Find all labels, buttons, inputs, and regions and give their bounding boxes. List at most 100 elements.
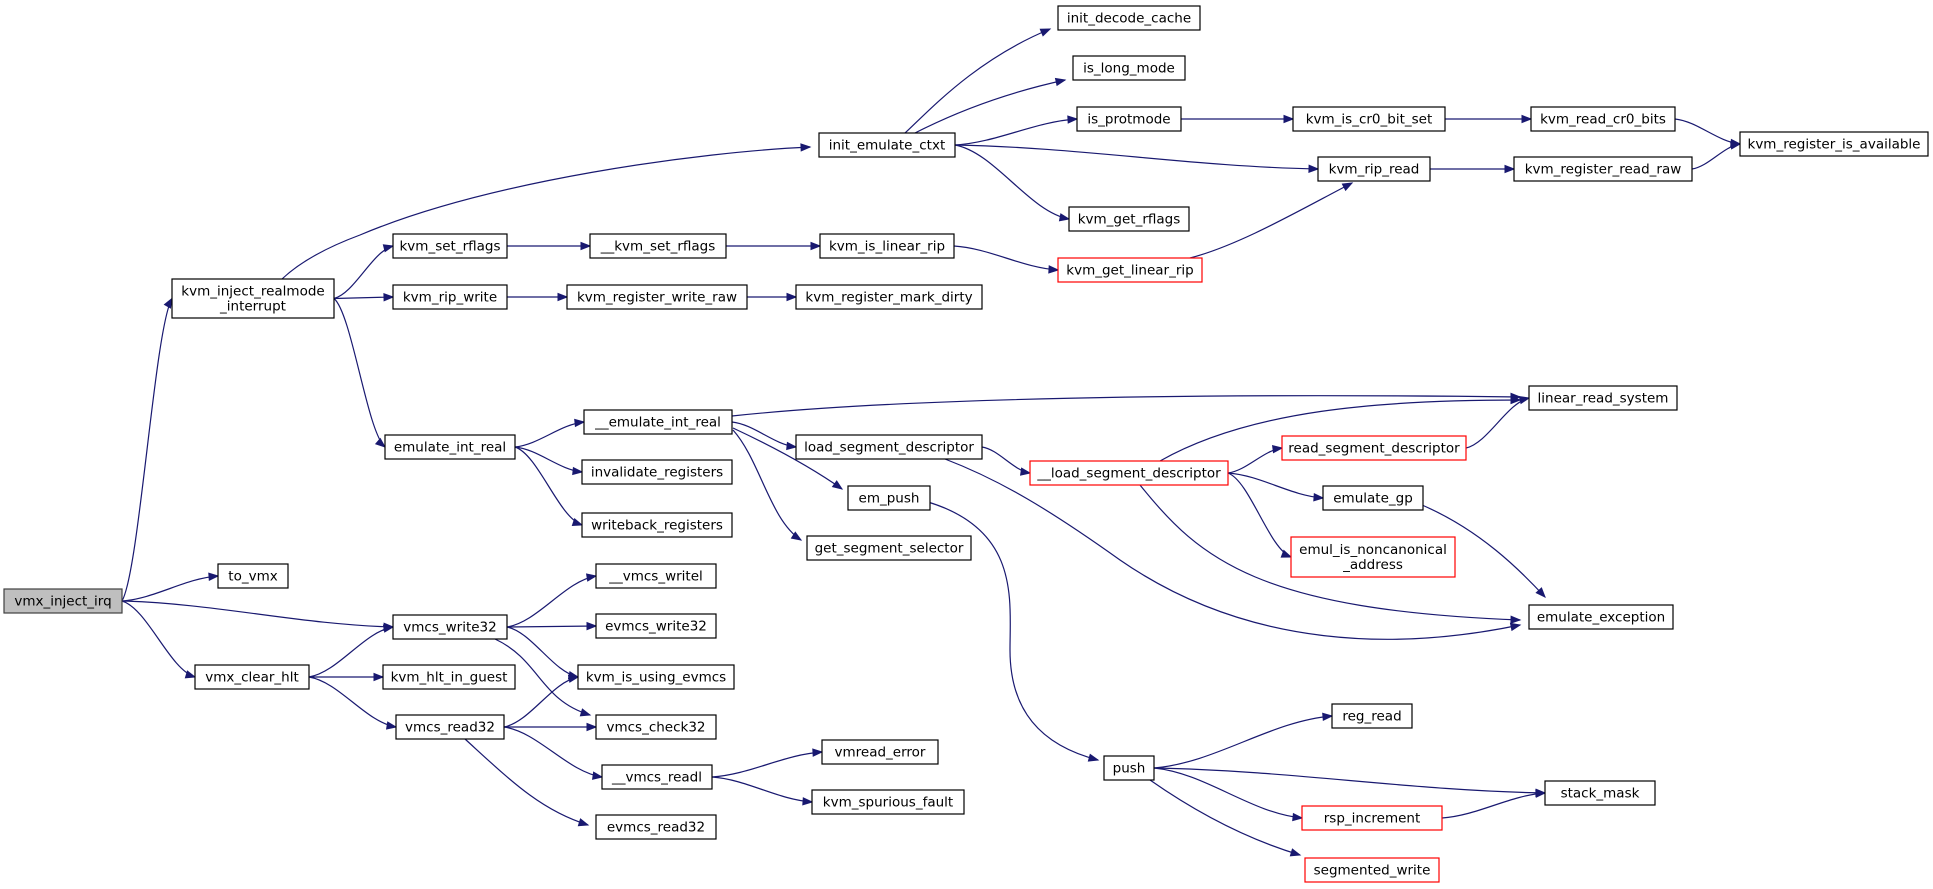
- edge-line: [1227, 472, 1292, 558]
- node-is_protmode[interactable]: is_protmode: [1076, 106, 1182, 132]
- edge-line: [731, 395, 1521, 417]
- node-linear_read_system[interactable]: linear_read_system: [1528, 385, 1678, 411]
- node-reg_read[interactable]: reg_read: [1331, 703, 1413, 729]
- node-segmented_write[interactable]: segmented_write: [1304, 857, 1440, 883]
- arrowhead: [1039, 28, 1052, 37]
- node-box: [577, 664, 735, 690]
- arrowhead: [373, 672, 385, 682]
- edge-line: [464, 738, 589, 826]
- arrowhead: [383, 292, 395, 302]
- node-vmcs_check32[interactable]: vmcs_check32: [595, 714, 717, 740]
- node-kvm_is_using_evmcs[interactable]: kvm_is_using_evmcs: [577, 664, 735, 690]
- node-kvm_is_linear_rip[interactable]: kvm_is_linear_rip: [819, 233, 955, 259]
- arrowhead: [585, 573, 598, 582]
- node-init_decode_cache[interactable]: init_decode_cache: [1057, 5, 1201, 31]
- node-__vmcs_writel[interactable]: __vmcs_writel: [595, 563, 717, 589]
- node-emulate_exception[interactable]: emulate_exception: [1528, 604, 1674, 630]
- node-kvm_inject_realmode_interrupt[interactable]: kvm_inject_realmode_interrupt: [171, 278, 335, 319]
- edge-emulate_int_real-to-__emulate_int_real: [514, 418, 586, 448]
- node-__kvm_set_rflags[interactable]: __kvm_set_rflags: [589, 233, 727, 259]
- edge-line: [506, 625, 597, 628]
- node-get_segment_selector[interactable]: get_segment_selector: [806, 535, 972, 561]
- edge-init_emulate_ctxt-to-is_long_mode: [914, 77, 1067, 134]
- node-kvm_get_linear_rip[interactable]: kvm_get_linear_rip: [1057, 257, 1203, 283]
- node-label: emulate_exception: [1537, 610, 1665, 626]
- node-label: __kvm_set_rflags: [600, 239, 716, 255]
- node-load_segment_descriptor[interactable]: load_segment_descriptor: [795, 434, 983, 460]
- arrowhead: [385, 721, 398, 730]
- arrowhead: [571, 517, 584, 527]
- edge-push-to-segmented_write: [1149, 779, 1302, 857]
- node-evmcs_read32[interactable]: evmcs_read32: [595, 814, 717, 840]
- edge-__emulate_int_real-to-em_push: [732, 427, 844, 490]
- edge-line: [904, 28, 1051, 134]
- edge-line: [121, 600, 196, 678]
- edge-line: [732, 429, 802, 541]
- edge-line: [1465, 397, 1530, 449]
- node-kvm_rip_write[interactable]: kvm_rip_write: [392, 284, 508, 310]
- node-box: [1304, 857, 1440, 883]
- edge-kvm_register_read_raw-to-kvm_register_is_available: [1691, 141, 1742, 170]
- node-push[interactable]: push: [1103, 755, 1155, 781]
- node-label: __vmcs_readl: [611, 770, 702, 786]
- edge-line: [1139, 484, 1521, 621]
- node-kvm_register_write_raw[interactable]: kvm_register_write_raw: [566, 284, 748, 310]
- node-invalidate_registers[interactable]: invalidate_registers: [581, 459, 733, 485]
- node-em_push[interactable]: em_push: [847, 485, 931, 511]
- node-label: rsp_increment: [1324, 811, 1421, 827]
- node-label: __emulate_int_real: [594, 415, 721, 431]
- node-box: [589, 233, 727, 259]
- node-is_long_mode[interactable]: is_long_mode: [1072, 55, 1186, 81]
- node-kvm_spurious_fault[interactable]: kvm_spurious_fault: [811, 789, 965, 815]
- node-kvm_rip_read[interactable]: kvm_rip_read: [1317, 156, 1431, 182]
- node-__load_segment_descriptor[interactable]: __load_segment_descriptor: [1029, 460, 1229, 486]
- arrowhead: [1518, 395, 1531, 405]
- node-box: [601, 764, 713, 790]
- edge-kvm_is_linear_rip-to-kvm_get_linear_rip: [953, 245, 1060, 274]
- arrowhead: [586, 621, 598, 631]
- node-kvm_register_read_raw[interactable]: kvm_register_read_raw: [1513, 156, 1693, 182]
- node-box: [795, 284, 983, 310]
- arrowhead: [790, 531, 803, 541]
- node-to_vmx[interactable]: to_vmx: [217, 563, 289, 589]
- arrowhead: [1054, 77, 1067, 87]
- node-emulate_int_real[interactable]: emulate_int_real: [384, 434, 516, 460]
- node-vmread_error[interactable]: vmread_error: [821, 739, 939, 765]
- node-kvm_set_rflags[interactable]: kvm_set_rflags: [392, 233, 508, 259]
- node-writeback_registers[interactable]: writeback_registers: [581, 512, 733, 538]
- node-vmx_inject_irq[interactable]: vmx_inject_irq: [3, 588, 123, 614]
- node-kvm_hlt_in_guest[interactable]: kvm_hlt_in_guest: [382, 664, 516, 690]
- node-rsp_increment[interactable]: rsp_increment: [1301, 805, 1443, 831]
- node-label: __load_segment_descriptor: [1036, 466, 1221, 482]
- node-kvm_read_cr0_bits[interactable]: kvm_read_cr0_bits: [1530, 106, 1676, 132]
- node-__emulate_int_real[interactable]: __emulate_int_real: [583, 409, 733, 435]
- arrowhead: [810, 241, 822, 251]
- node-emulate_gp[interactable]: emulate_gp: [1322, 485, 1424, 511]
- edge-vmcs_write32-to-__vmcs_writel: [506, 573, 598, 628]
- node-kvm_get_rflags[interactable]: kvm_get_rflags: [1068, 206, 1190, 232]
- node-label: kvm_set_rflags: [399, 239, 500, 255]
- node-emul_is_noncanonical_address[interactable]: emul_is_noncanonical_address: [1290, 536, 1456, 578]
- node-label: __vmcs_writel: [608, 569, 703, 585]
- node-init_emulate_ctxt[interactable]: init_emulate_ctxt: [818, 132, 956, 158]
- node-kvm_register_is_available[interactable]: kvm_register_is_available: [1739, 131, 1929, 157]
- arrowhead: [1341, 182, 1354, 192]
- edge-vmcs_write32-to-evmcs_write32: [506, 621, 598, 631]
- edge-__load_segment_descriptor-to-linear_read_system: [1159, 395, 1522, 462]
- node-kvm_register_mark_dirty[interactable]: kvm_register_mark_dirty: [795, 284, 983, 310]
- node-kvm_is_cr0_bit_set[interactable]: kvm_is_cr0_bit_set: [1292, 106, 1446, 132]
- node-read_segment_descriptor[interactable]: read_segment_descriptor: [1281, 435, 1467, 461]
- arrowhead: [1510, 615, 1522, 624]
- node-stack_mask[interactable]: stack_mask: [1544, 780, 1656, 806]
- edge-vmcs_read32-to-evmcs_read32: [464, 738, 590, 827]
- arrowhead: [184, 670, 197, 679]
- node-vmcs_write32[interactable]: vmcs_write32: [392, 614, 508, 640]
- edge-kvm_inject_realmode_interrupt-to-kvm_rip_write: [333, 292, 395, 302]
- node-evmcs_write32[interactable]: evmcs_write32: [595, 613, 717, 639]
- node-label: kvm_rip_read: [1329, 162, 1420, 178]
- node-__vmcs_readl[interactable]: __vmcs_readl: [601, 764, 713, 790]
- arrowhead: [1272, 445, 1284, 454]
- node-vmcs_read32[interactable]: vmcs_read32: [395, 714, 505, 740]
- arrowhead: [786, 292, 798, 302]
- node-vmx_clear_hlt[interactable]: vmx_clear_hlt: [194, 664, 310, 690]
